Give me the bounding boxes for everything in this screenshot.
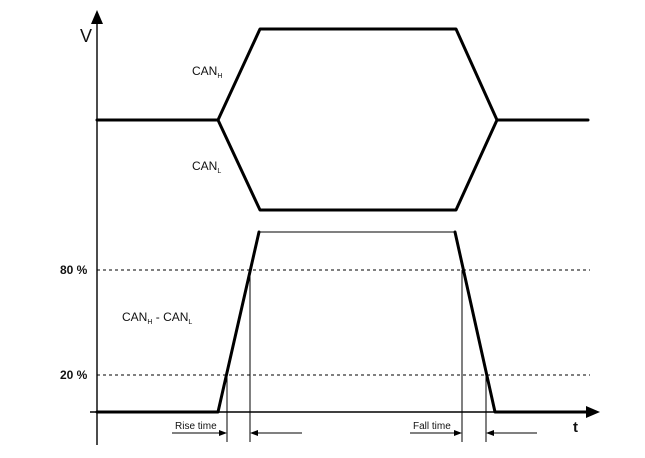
- fall-time-label: Fall time: [413, 421, 451, 432]
- diff-label: CANH - CANL: [122, 310, 192, 326]
- rise-time-label: Rise time: [175, 421, 217, 432]
- y-axis-arrow-icon: [91, 10, 103, 24]
- threshold-20-label: 20 %: [60, 368, 88, 382]
- canh-label: CANH: [192, 64, 222, 80]
- diff-waveform-falling: [453, 230, 590, 414]
- fall-time-arrowhead-icon: [454, 430, 462, 436]
- rise-time-arrowhead-icon: [219, 430, 227, 436]
- fall-time-arrowhead-right-icon: [486, 430, 494, 436]
- rise-time-arrowhead-right-icon: [250, 430, 258, 436]
- threshold-80-label: 80 %: [60, 263, 88, 277]
- canl-waveform: [216, 118, 499, 212]
- canh-waveform: [95, 27, 590, 122]
- canl-label: CANL: [192, 159, 221, 175]
- y-axis-label: V: [80, 26, 92, 46]
- x-axis-arrow-icon: [586, 406, 600, 418]
- diff-waveform: [95, 230, 261, 414]
- x-axis-label: t: [573, 419, 578, 436]
